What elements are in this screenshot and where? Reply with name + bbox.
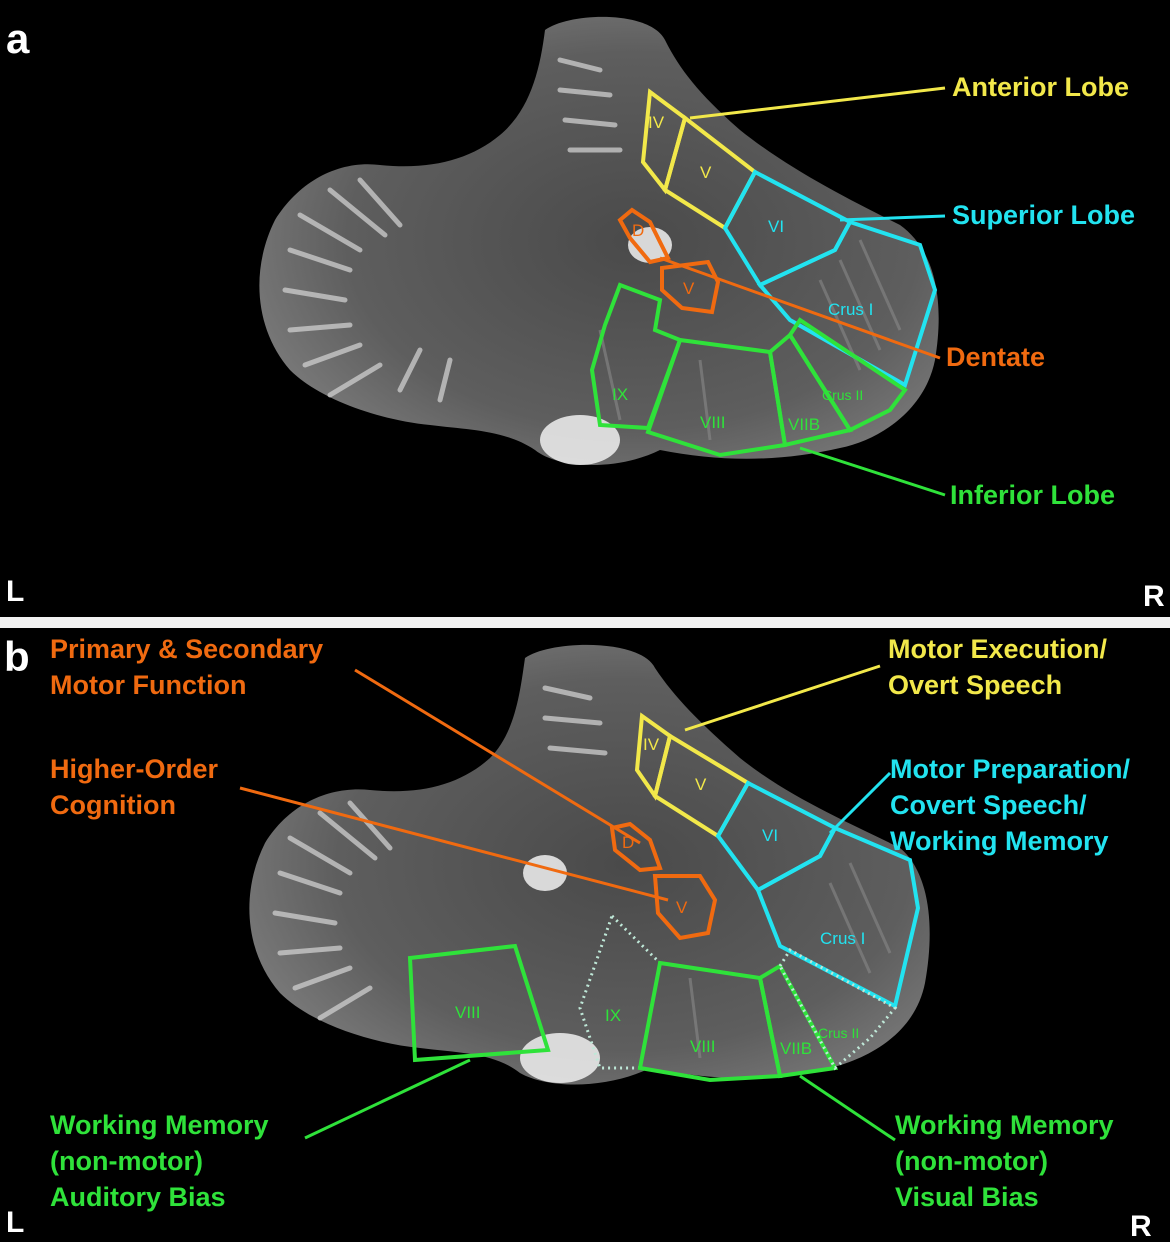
- label-anterior-lobe: Anterior Lobe: [952, 72, 1129, 103]
- region-viib-label: VIIB: [780, 1039, 812, 1058]
- label-wm-auditory-line1: Working Memory: [50, 1110, 269, 1141]
- label-wm-auditory-line3: Auditory Bias: [50, 1182, 226, 1213]
- cerebellum-tissue: [249, 645, 929, 1085]
- leader-wm-auditory: [305, 1060, 470, 1138]
- region-crus1-label: Crus I: [820, 929, 865, 948]
- region-viii-left-label: VIII: [455, 1003, 481, 1022]
- label-wm-visual-line2: (non-motor): [895, 1146, 1048, 1177]
- label-motor-execution-line2: Overt Speech: [888, 670, 1062, 701]
- label-motor-preparation-line2: Covert Speech/: [890, 790, 1087, 821]
- leader-motor-preparation: [830, 773, 890, 833]
- leader-motor-execution: [685, 666, 880, 730]
- bright-spot: [540, 415, 620, 465]
- dentate-v-label: V: [676, 898, 688, 917]
- leader-anterior: [690, 88, 945, 118]
- dentate-d-label: D: [632, 221, 644, 240]
- label-higher-order-line2: Cognition: [50, 790, 176, 821]
- leader-inferior: [800, 448, 945, 495]
- label-higher-order-line1: Higher-Order: [50, 754, 218, 785]
- region-ix-label: IX: [605, 1006, 621, 1025]
- label-motor-preparation-line1: Motor Preparation/: [890, 754, 1130, 785]
- leader-wm-visual: [800, 1076, 895, 1140]
- dentate-d-label: D: [622, 833, 634, 852]
- region-iv-label: IV: [648, 113, 665, 132]
- region-vi-label: VI: [768, 217, 784, 236]
- region-viib-label: VIIB: [788, 415, 820, 434]
- region-crus2-label: Crus II: [818, 1025, 859, 1041]
- bright-spot: [520, 1033, 600, 1083]
- label-wm-visual-line1: Working Memory: [895, 1110, 1114, 1141]
- panel-a-letter: a: [6, 18, 29, 60]
- region-v-label: V: [695, 775, 707, 794]
- panel-a: IV V VI D V Crus I Crus II IX VIII VIIB …: [0, 0, 1170, 617]
- label-superior-lobe: Superior Lobe: [952, 200, 1135, 231]
- label-inferior-lobe: Inferior Lobe: [950, 480, 1115, 511]
- label-motor-execution-line1: Motor Execution/: [888, 634, 1107, 665]
- region-crus1-label: Crus I: [828, 300, 873, 319]
- panel-divider: [0, 617, 1170, 628]
- label-wm-visual-line3: Visual Bias: [895, 1182, 1039, 1213]
- label-motor-preparation-line3: Working Memory: [890, 826, 1109, 857]
- region-viii-label: VIII: [700, 413, 726, 432]
- label-primary-secondary-line1: Primary & Secondary: [50, 634, 323, 665]
- label-dentate: Dentate: [946, 342, 1045, 373]
- region-iv-label: IV: [643, 735, 660, 754]
- region-viii-label: VIII: [690, 1037, 716, 1056]
- panel-a-left-marker: L: [6, 577, 24, 607]
- panel-b-letter: b: [4, 636, 30, 678]
- region-ix-label: IX: [612, 385, 628, 404]
- dentate-v-label: V: [683, 279, 695, 298]
- label-primary-secondary-line2: Motor Function: [50, 670, 246, 701]
- region-v-label: V: [700, 163, 712, 182]
- panel-b-right-marker: R: [1130, 1212, 1152, 1242]
- label-wm-auditory-line2: (non-motor): [50, 1146, 203, 1177]
- region-crus2-label: Crus II: [822, 387, 863, 403]
- region-vi-label: VI: [762, 826, 778, 845]
- panel-b-left-marker: L: [6, 1208, 24, 1238]
- panel-b: IV V VI D V Crus I Crus II VIII IX VIII …: [0, 628, 1170, 1242]
- panel-a-right-marker: R: [1143, 582, 1165, 612]
